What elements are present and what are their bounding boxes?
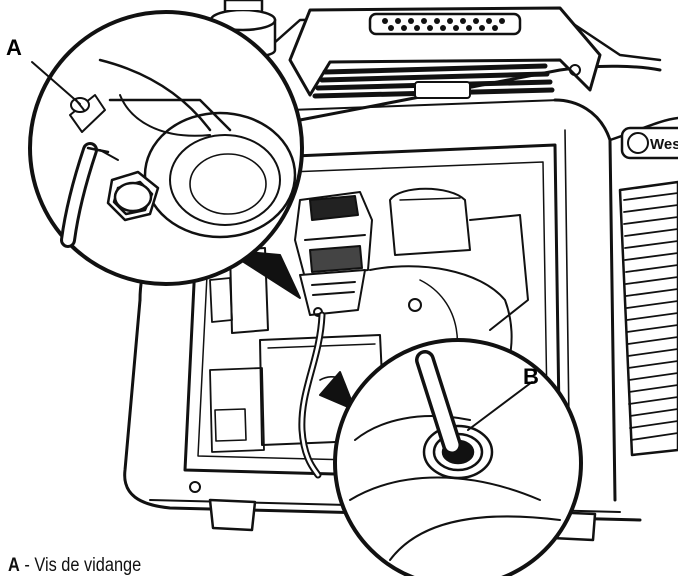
pointer-line-a <box>31 61 81 105</box>
callout-label-a: A <box>6 35 22 60</box>
carburetor <box>294 191 373 317</box>
carry-handle <box>288 6 602 99</box>
side-grille <box>618 180 678 457</box>
callout-b-magnifier <box>319 338 583 581</box>
legend-key-a: A <box>8 555 20 576</box>
pointer-line-b <box>467 381 533 431</box>
callout-a-magnifier <box>28 10 304 299</box>
handle-grip-holes <box>382 18 505 31</box>
hex-nut <box>106 170 160 222</box>
legend-text-a: Vis de vidange <box>34 555 142 576</box>
callout-label-b: B <box>523 364 539 389</box>
legend: A - Vis de vidange <box>8 555 141 577</box>
brand-text: Westi <box>650 136 678 153</box>
brand-badge: Westi <box>620 126 678 160</box>
legend-separator: - <box>24 555 30 576</box>
drain-hose <box>298 311 326 479</box>
